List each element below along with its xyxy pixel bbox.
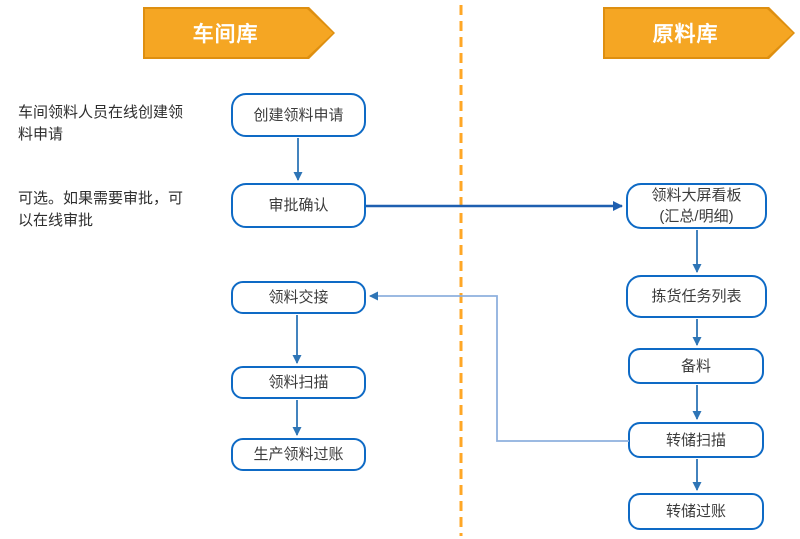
node-production-posting: 生产领料过账 bbox=[231, 438, 366, 471]
lane-header-raw-material-shape bbox=[605, 9, 793, 57]
node-approval-confirm: 审批确认 bbox=[231, 183, 366, 228]
connector-transfer-scan-to-handover bbox=[369, 291, 629, 442]
lane-header-workshop-shape bbox=[145, 9, 333, 57]
node-material-prepare: 备料 bbox=[628, 348, 764, 384]
node-picking-task-list: 拣货任务列表 bbox=[626, 275, 767, 318]
node-dashboard: 领料大屏看板 (汇总/明细) bbox=[626, 183, 767, 229]
annotation-create-request: 车间领料人员在线创建领料申请 bbox=[18, 104, 184, 143]
node-create-request: 创建领料申请 bbox=[231, 93, 366, 137]
lane-header-workshop-label: 车间库 bbox=[192, 23, 259, 46]
node-material-handover: 领料交接 bbox=[231, 281, 366, 314]
node-material-scan: 领料扫描 bbox=[231, 366, 366, 399]
lane-header-raw-material: 原料库 bbox=[603, 7, 795, 59]
node-transfer-posting: 转储过账 bbox=[628, 493, 764, 530]
annotation-approval-optional: 可选。如果需要审批，可以在线审批 bbox=[18, 190, 184, 229]
node-transfer-scan: 转储扫描 bbox=[628, 422, 764, 458]
lane-header-raw-material-label: 原料库 bbox=[652, 23, 719, 46]
lane-header-workshop: 车间库 bbox=[143, 7, 335, 59]
